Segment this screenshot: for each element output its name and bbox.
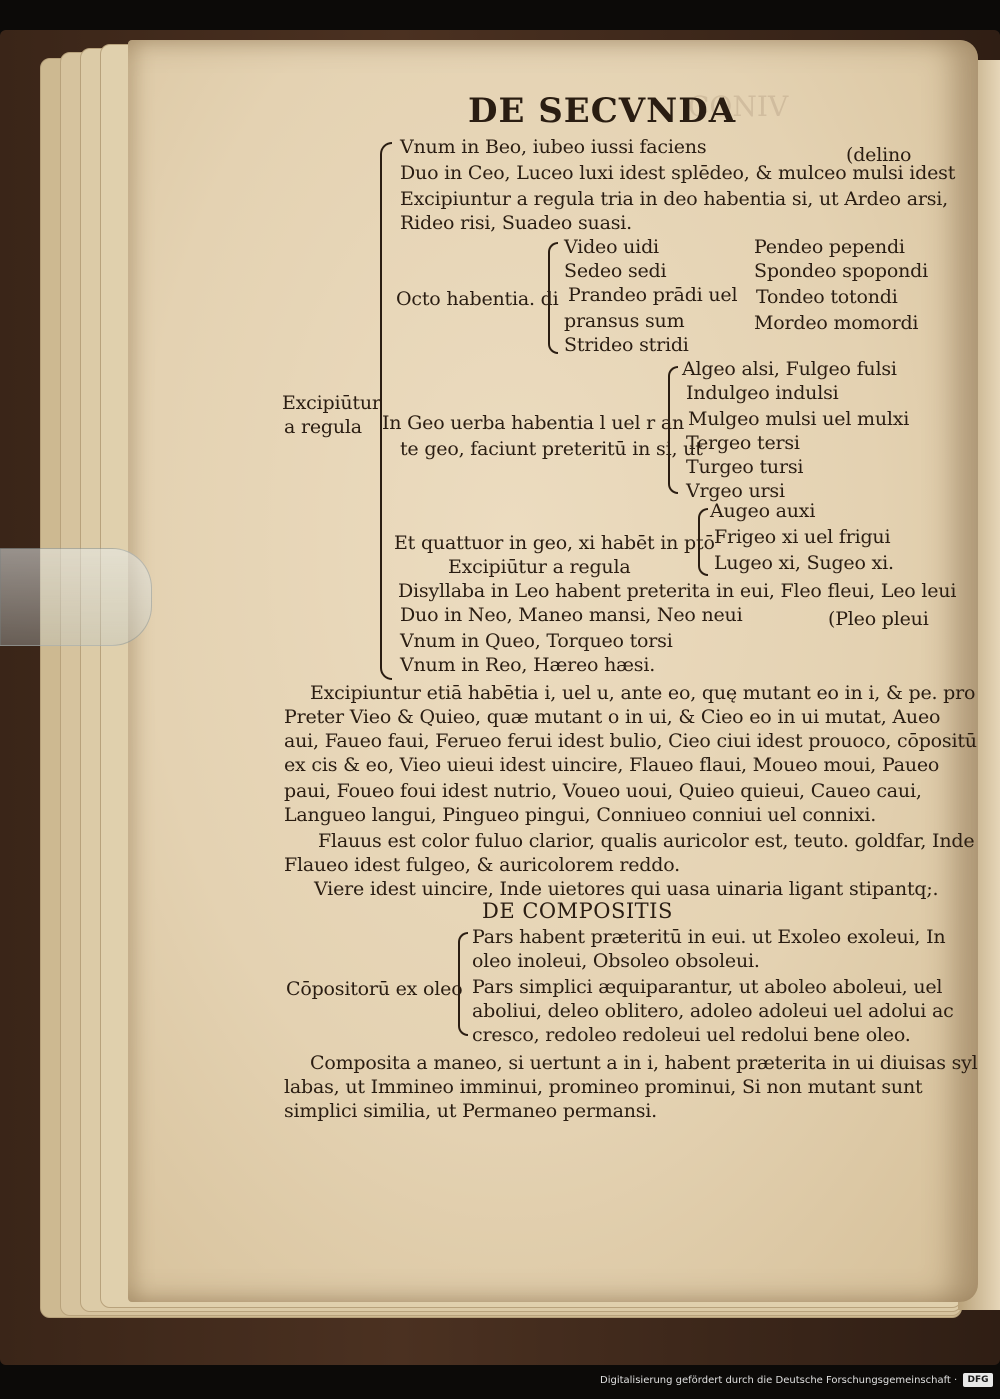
- text-line: Tergeo tersi: [686, 432, 800, 454]
- text-line: Frigeo xi uel frigui: [714, 526, 891, 548]
- bleed-through: CONIV: [688, 90, 789, 123]
- text-line: Sedeo sedi: [564, 260, 667, 282]
- text-line: Langueo langui, Pingueo pingui, Conniueo…: [284, 804, 877, 826]
- text-line: Rideo risi, Suadeo suasi.: [400, 212, 632, 234]
- text-line: Preter Vieo & Quieo, quæ mutant o in ui,…: [284, 706, 941, 728]
- text-line: Disyllaba in Leo habent preterita in eui…: [398, 580, 957, 602]
- text-line: In Geo uerba habentia l uel r an: [382, 412, 685, 434]
- text-line: Pendeo pependi: [754, 236, 905, 258]
- brace: [668, 366, 678, 494]
- text-line: Excipiuntur a regula tria in deo habenti…: [400, 188, 949, 210]
- text-line: Et quattuor in geo, xi habēt in ptō: [394, 532, 715, 554]
- text-line: Spondeo spopondi: [754, 260, 928, 282]
- text-line: a regula: [284, 416, 362, 438]
- outer-brace: [380, 142, 392, 680]
- text-line: Vnum in Queo, Torqueo torsi: [400, 630, 673, 652]
- text-line: Duo in Neo, Maneo mansi, Neo neui: [400, 604, 743, 626]
- text-line: Viere idest uincire, Inde uietores qui u…: [314, 878, 939, 900]
- text-line: Pars simplici æquiparantur, ut aboleo ab…: [472, 976, 943, 998]
- text-line: Pars habent præteritū in eui. ut Exoleo …: [472, 926, 946, 948]
- text-line: Mulgeo mulsi uel mulxi: [688, 408, 910, 430]
- text-line: Video uidi: [564, 236, 659, 258]
- text-line: (delino: [846, 144, 912, 166]
- text-line: cresco, redoleo redoleui uel redolui ben…: [472, 1024, 911, 1046]
- text-line: Lugeo xi, Sugeo xi.: [714, 552, 894, 574]
- text-line: Tondeo totondi: [756, 286, 898, 308]
- brace: [548, 242, 558, 354]
- clear-page-holder: [0, 548, 152, 646]
- text-line: Excipiūtur a regula: [448, 556, 631, 578]
- text-line: Flaueo idest fulgeo, & auricolorem reddo…: [284, 854, 680, 876]
- text-line: aboliui, deleo oblitero, adoleo adoleui …: [472, 1000, 954, 1022]
- text-line: aui, Faueo faui, Ferueo ferui idest buli…: [284, 730, 977, 752]
- text-line: Composita a maneo, si uertunt a in i, ha…: [310, 1052, 978, 1074]
- text-line: Vnum in Beo, iubeo iussi faciens: [400, 136, 707, 158]
- brace: [698, 508, 708, 576]
- text-line: (Pleo pleui: [828, 608, 929, 630]
- text-line: Algeo alsi, Fulgeo fulsi: [682, 358, 897, 380]
- printed-page: CONIV DE SECVNDA Vnum in Beo, iubeo iuss…: [128, 40, 978, 1302]
- text-line: Duo in Ceo, Luceo luxi idest splēdeo, & …: [400, 162, 956, 184]
- page-title: DE SECVNDA: [468, 91, 737, 131]
- text-line: Turgeo tursi: [686, 456, 804, 478]
- text-line: ex cis & eo, Vieo uieui idest uincire, F…: [284, 754, 940, 776]
- digitization-credit: Digitalisierung gefördert durch die Deut…: [600, 1375, 958, 1386]
- text-line: paui, Foueo foui idest nutrio, Voueo uou…: [284, 780, 922, 802]
- text-line: Excipiūtur: [282, 392, 381, 414]
- text-line: Prandeo prādi uel: [568, 284, 738, 306]
- text-line: te geo, faciunt preteritū in si, ut: [400, 438, 703, 460]
- text-line: oleo inoleui, Obsoleo obsoleui.: [472, 950, 760, 972]
- text-line: Vrgeo ursi: [686, 480, 785, 502]
- text-line: Mordeo momordi: [754, 312, 919, 334]
- dfg-logo: DFG: [963, 1373, 993, 1387]
- text-line: Flauus est color fuluo clarior, qualis a…: [318, 830, 975, 852]
- text-line: Octo habentia. di: [396, 288, 559, 310]
- text-line: simplici similia, ut Permaneo permansi.: [284, 1100, 658, 1122]
- text-line: labas, ut Immineo imminui, promineo prom…: [284, 1076, 923, 1098]
- text-line: Indulgeo indulsi: [686, 382, 839, 404]
- text-line: Vnum in Reo, Hæreo hæsi.: [400, 654, 656, 676]
- text-line: Augeo auxi: [710, 500, 816, 522]
- text-line: pransus sum: [564, 310, 685, 332]
- section-heading: DE COMPOSITIS: [482, 899, 673, 923]
- text-line: Strideo stridi: [564, 334, 689, 356]
- text-line: Cōpositorū ex oleo: [286, 978, 463, 1000]
- brace: [458, 932, 468, 1036]
- text-line: Excipiuntur etiā habētia i, uel u, ante …: [310, 682, 976, 704]
